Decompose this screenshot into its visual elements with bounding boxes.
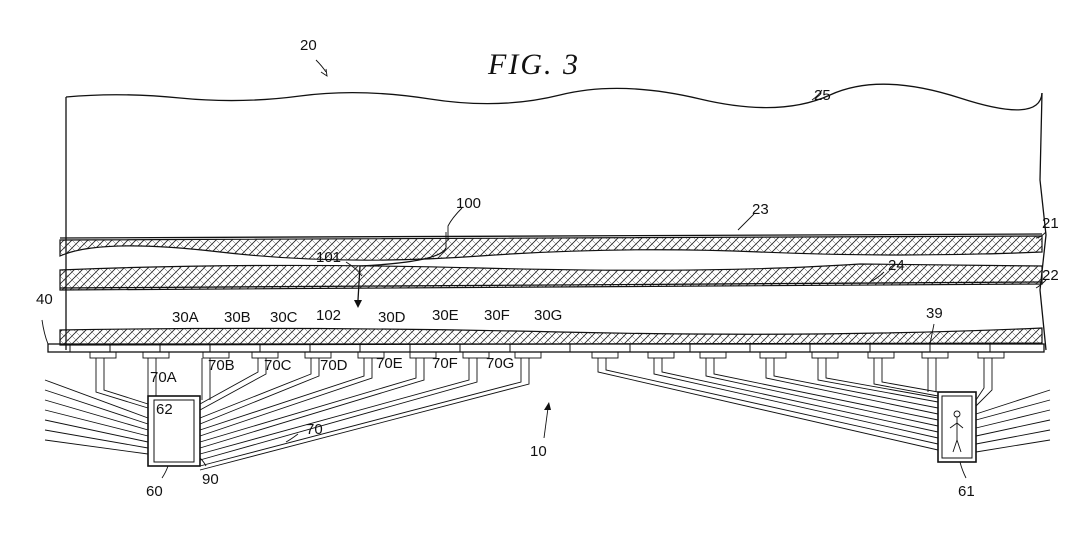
label-61: 61	[958, 483, 975, 500]
arrow-10	[543, 407, 549, 439]
label-30G: 30G	[534, 307, 562, 324]
label-70G: 70G	[486, 355, 514, 372]
leader-90	[199, 457, 207, 467]
label-62: 62	[156, 401, 173, 418]
leader-25	[811, 89, 823, 101]
leader-22	[1035, 279, 1047, 289]
figure-title: FIG. 3	[487, 48, 580, 81]
label-30D: 30D	[378, 309, 406, 326]
shaft-60	[147, 395, 201, 467]
pipe-connectors	[89, 351, 1005, 359]
leader-61	[959, 461, 967, 479]
label-100: 100	[456, 195, 481, 212]
arrow-102	[354, 300, 362, 308]
seam-layer-bottom	[59, 327, 1043, 346]
label-30A: 30A	[172, 309, 199, 326]
label-30F: 30F	[484, 307, 510, 324]
leader-23	[737, 213, 755, 231]
label-30B: 30B	[224, 309, 251, 326]
leader-24	[869, 271, 885, 283]
label-70: 70	[306, 421, 323, 438]
leader-40	[41, 319, 49, 345]
leader-21	[1035, 231, 1047, 239]
label-101: 101	[316, 249, 341, 266]
label-70E: 70E	[376, 355, 403, 372]
label-70F: 70F	[432, 355, 458, 372]
label-70C: 70C	[264, 357, 292, 374]
label-39: 39	[926, 305, 943, 322]
leader-100	[447, 207, 463, 240]
left-pipe-bundle	[44, 358, 530, 471]
shaft-61-inner	[941, 395, 973, 459]
label-30C: 30C	[270, 309, 298, 326]
label-90: 90	[202, 471, 219, 488]
label-24: 24	[888, 257, 905, 274]
rail-ticks	[69, 344, 991, 352]
label-25: 25	[814, 87, 831, 104]
label-23: 23	[752, 201, 769, 218]
label-60: 60	[146, 483, 163, 500]
arrow-20	[315, 59, 327, 73]
leader-70	[285, 433, 299, 443]
ground-surface	[65, 83, 1043, 111]
seam-layer-23	[59, 235, 1043, 261]
wellbore-path	[357, 247, 447, 301]
label-20: 20	[300, 37, 317, 54]
label-70D: 70D	[320, 357, 348, 374]
right-pipe-bundle	[597, 358, 1051, 453]
label-70B: 70B	[208, 357, 235, 374]
label-21: 21	[1042, 215, 1059, 232]
leader-101	[345, 261, 363, 277]
gallery-rail	[47, 343, 1045, 353]
label-102: 102	[316, 307, 341, 324]
shaft-62-inner	[153, 399, 195, 463]
label-30E: 30E	[432, 307, 459, 324]
leader-60	[161, 465, 169, 479]
label-22: 22	[1042, 267, 1059, 284]
label-10: 10	[530, 443, 547, 460]
label-40: 40	[36, 291, 53, 308]
leader-39	[929, 323, 935, 345]
worker-figure	[949, 410, 964, 453]
label-70A: 70A	[150, 369, 177, 386]
